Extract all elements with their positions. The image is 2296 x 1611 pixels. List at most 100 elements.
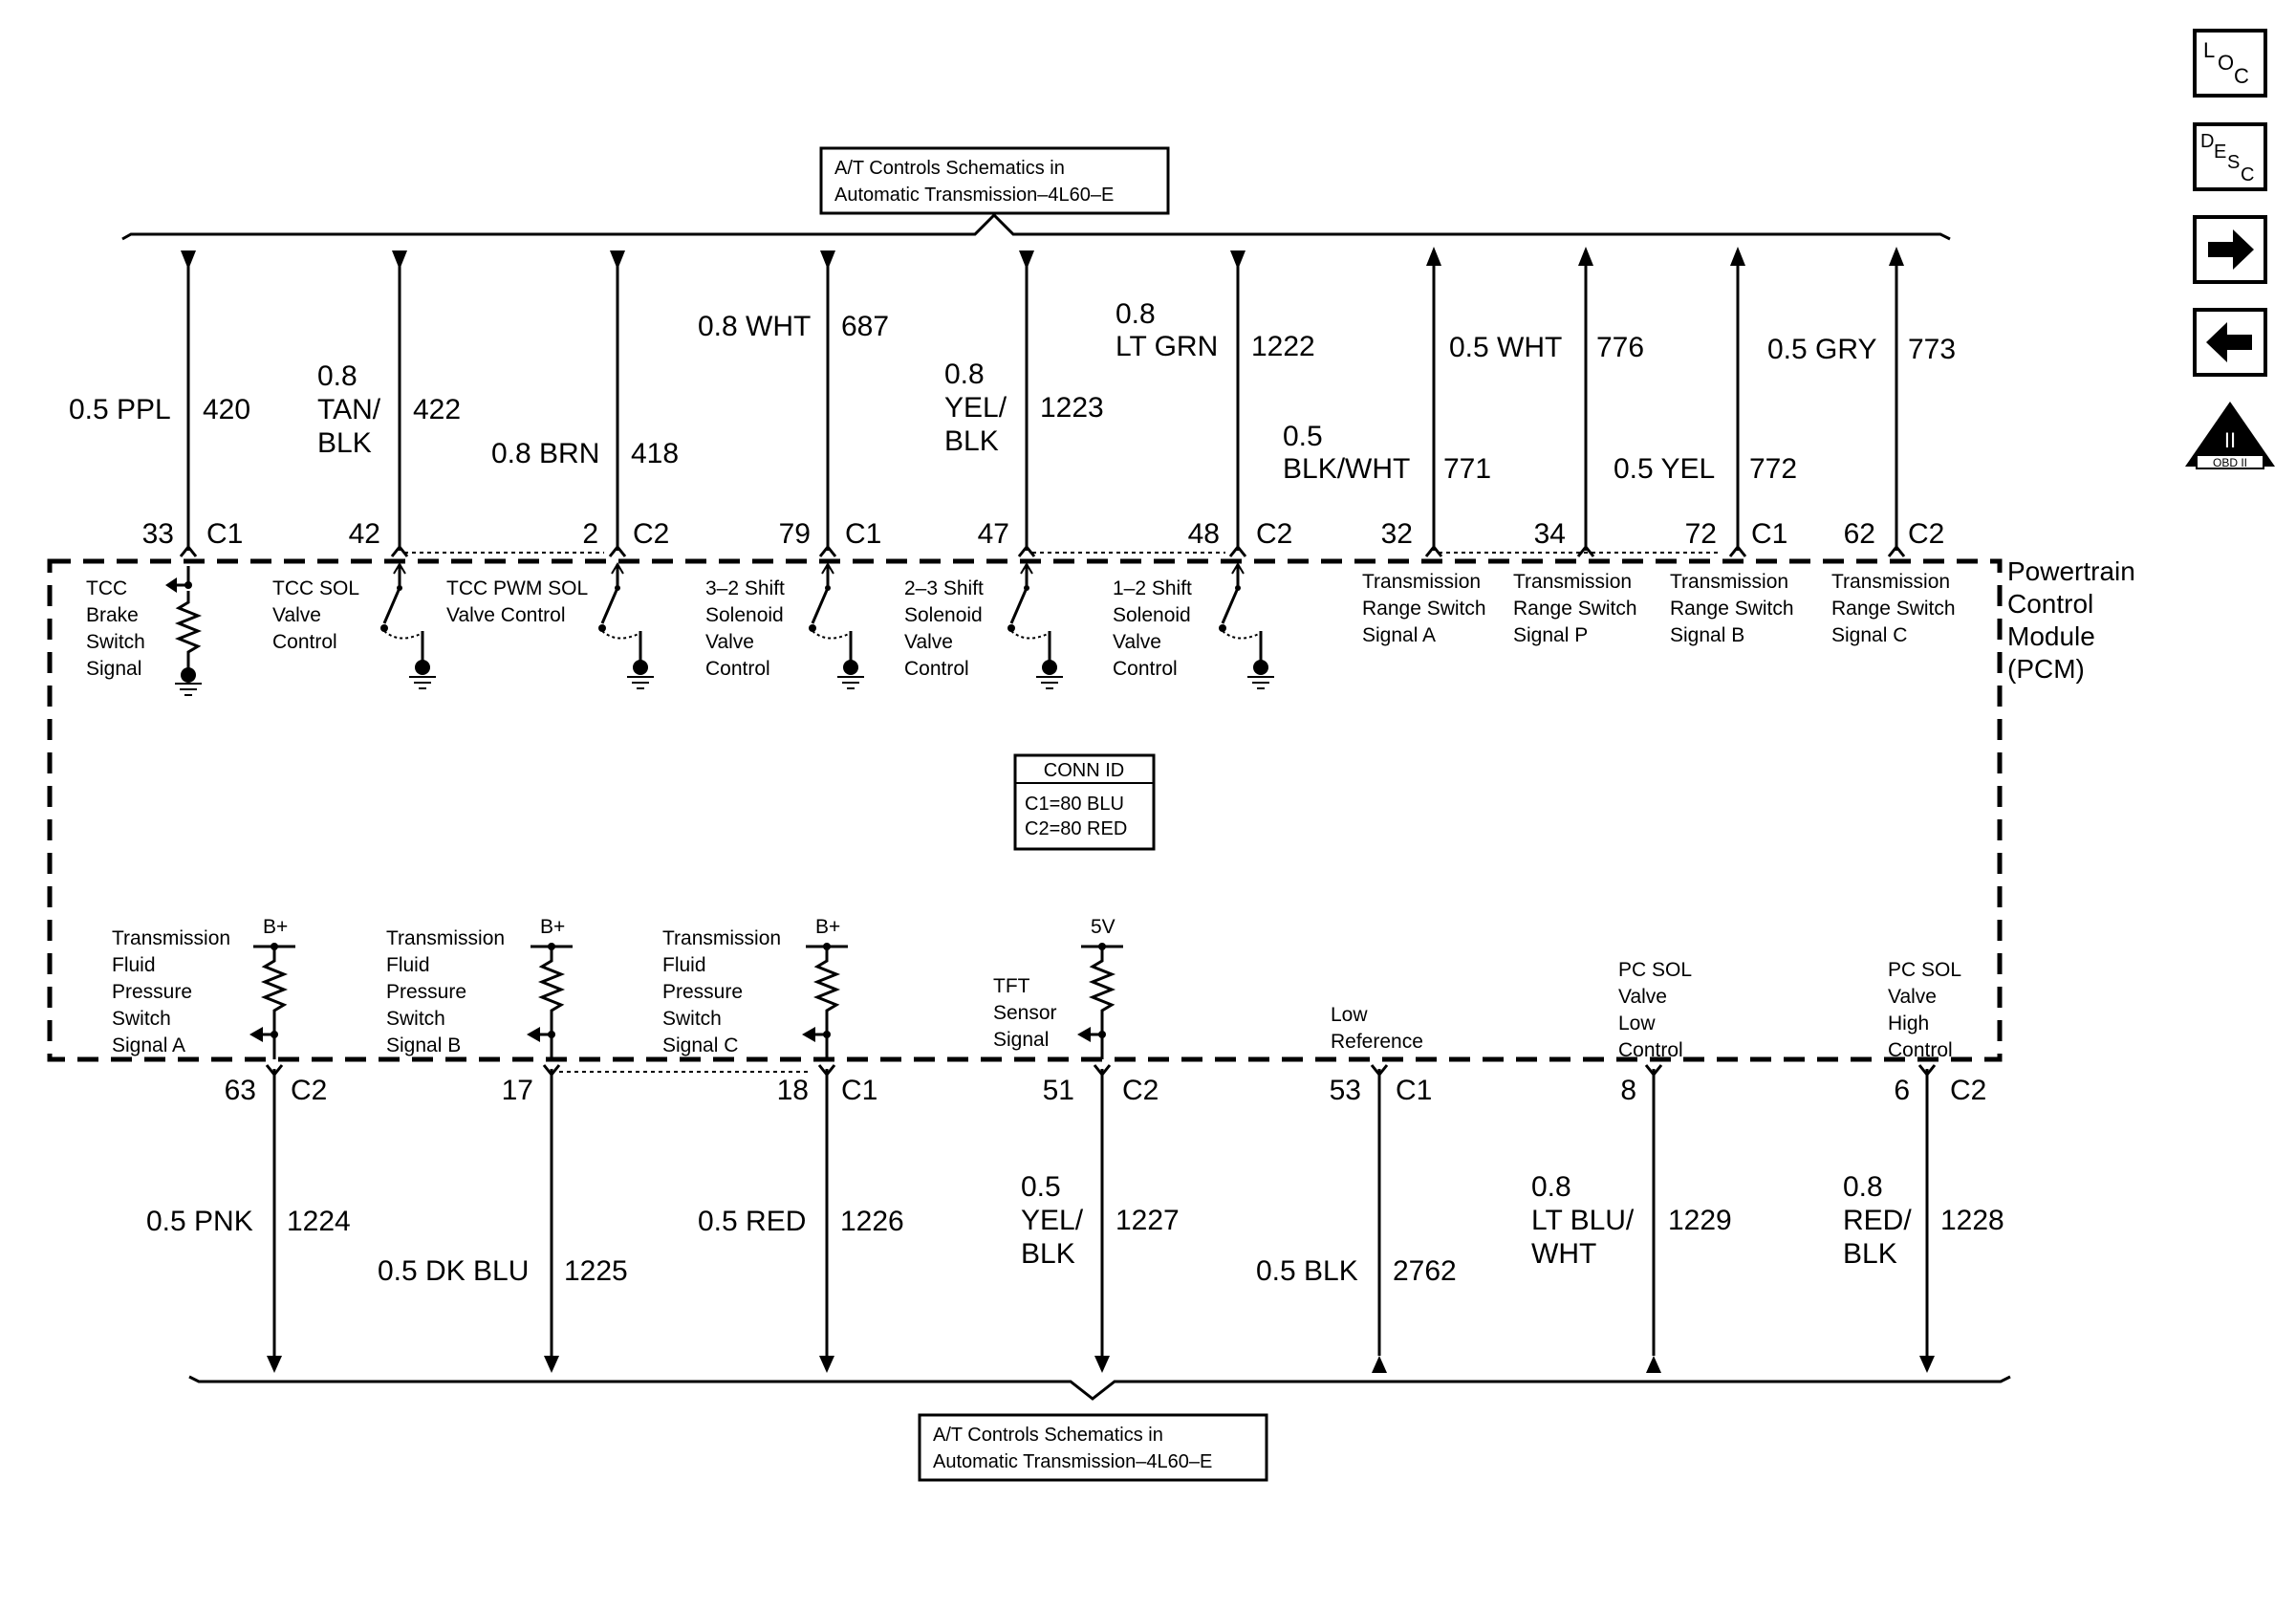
wire-color-label: WHT [1531, 1238, 1596, 1270]
circuit-number: 1227 [1116, 1205, 1180, 1236]
wire-color-label: 0.8 [1843, 1171, 1883, 1203]
signal-label: Range Switch [1513, 598, 1637, 620]
wire-color-label: 0.5 PNK [146, 1206, 253, 1237]
switch-blade [600, 564, 619, 624]
conn-id-line-1: C1=80 BLU [1025, 794, 1124, 815]
signal-label: Signal B [1670, 624, 1744, 646]
connector-join-lines [404, 552, 1721, 1073]
supply-label: B+ [263, 916, 288, 938]
pin-number: 34 [1534, 518, 1566, 550]
pin-number: 62 [1844, 518, 1875, 550]
signal-label: Valve [705, 631, 754, 653]
switch-link [812, 630, 852, 640]
signal-label: Transmission [1362, 571, 1481, 593]
conn-id-line-2: C2=80 RED [1025, 818, 1127, 839]
pin-number: 47 [978, 518, 1009, 550]
obd-ii-triangle-icon [2185, 402, 2275, 467]
pin-terminal [1728, 544, 1747, 557]
wire-arrow-up [1578, 247, 1593, 266]
connector-id: C1 [206, 518, 243, 550]
wire-color-label: 0.8 WHT [698, 311, 811, 342]
signal-label: Solenoid [904, 604, 983, 626]
pin-number: 18 [777, 1075, 809, 1106]
wire-arrow-down [267, 1356, 282, 1373]
pin-terminal [542, 1064, 561, 1078]
circuit-number: 422 [413, 394, 461, 425]
obd-ii-caption: OBD II [2213, 456, 2247, 469]
signal-label: Valve [904, 631, 953, 653]
pin-number: 79 [779, 518, 811, 550]
switch-pivot [825, 585, 831, 591]
switch-arrow-icon [611, 562, 624, 575]
signal-label: Range Switch [1831, 598, 1956, 620]
bottom-reference-link[interactable]: A/T Controls Schematics in Automatic Tra… [918, 1413, 1268, 1482]
connector-id: C2 [633, 518, 669, 550]
desc-letter-s: S [2227, 152, 2240, 173]
signal-label: Transmission [662, 927, 781, 949]
connector-id: C1 [841, 1075, 877, 1106]
signal-arrow-icon [1077, 1027, 1091, 1042]
wire-arrow-down [1919, 1356, 1935, 1373]
signal-label: Control [1618, 1039, 1683, 1061]
pin-number: 51 [1043, 1075, 1074, 1106]
pin-terminal [1576, 544, 1595, 557]
description-button[interactable]: D E S C [2193, 122, 2267, 191]
connector-id: C2 [1256, 518, 1292, 550]
obd-ii-button[interactable]: II OBD II [2185, 402, 2275, 469]
connector-id: C1 [1396, 1075, 1432, 1106]
circuit-number: 1229 [1668, 1205, 1732, 1236]
previous-page-button[interactable] [2193, 308, 2267, 377]
ground-node [415, 660, 430, 675]
signal-label: Control [904, 658, 969, 680]
pin-number: 53 [1330, 1075, 1361, 1106]
signal-label: 2–3 Shift [904, 577, 984, 599]
pin-terminal [1917, 1064, 1937, 1078]
signal-label: Control [705, 658, 770, 680]
circuit-number: 1223 [1040, 392, 1104, 424]
circuit-number: 772 [1749, 453, 1797, 485]
signal-label: Valve [1888, 986, 1937, 1008]
wire-color-label: 0.5 BLK [1256, 1255, 1358, 1287]
arrow-left-icon [2206, 322, 2252, 362]
ground-node [633, 660, 648, 675]
connector-id: C1 [1751, 518, 1787, 550]
signal-arrow-icon [165, 577, 177, 593]
bottom-reference-line-1: A/T Controls Schematics in [933, 1425, 1163, 1446]
ground-node [1042, 660, 1057, 675]
signal-label: Range Switch [1670, 598, 1794, 620]
pin-terminal [1887, 544, 1906, 557]
signal-label: Fluid [386, 954, 430, 976]
signal-label: Transmission [112, 927, 230, 949]
signal-label: Reference [1331, 1031, 1423, 1053]
next-page-button[interactable] [2193, 215, 2267, 284]
wire-color-label: 0.8 [944, 359, 985, 390]
circuit-number: 1224 [287, 1206, 351, 1237]
pin-number: 42 [349, 518, 380, 550]
signal-label: Signal P [1513, 624, 1588, 646]
circuit-number: 420 [203, 394, 250, 425]
module-label: Powertrain Control Module (PCM) [2007, 556, 2135, 684]
signal-label: Brake [86, 604, 139, 626]
pin-terminal [817, 1064, 836, 1078]
circuit-number: 687 [841, 311, 889, 342]
top-reference-link[interactable]: A/T Controls Schematics in Automatic Tra… [819, 146, 1170, 215]
bottom-reference-line-2: Automatic Transmission–4L60–E [933, 1451, 1212, 1472]
wire-color-label: 0.8 [1531, 1171, 1571, 1203]
wire-color-label: 0.5 PPL [69, 394, 171, 425]
location-button[interactable]: L O C [2193, 29, 2267, 98]
circuit-number: 1225 [564, 1255, 628, 1287]
obd-ii-roman: II [2224, 428, 2236, 452]
switch-blade [811, 564, 830, 624]
wire-color-label: BLK [944, 425, 999, 457]
switch-contact [809, 624, 816, 632]
switch-link [1010, 630, 1051, 640]
switch-contact [598, 624, 606, 632]
wire-arrow-down [610, 250, 625, 270]
signal-label: Control [1888, 1039, 1953, 1061]
circuit-number: 2762 [1393, 1255, 1457, 1287]
desc-letter-e: E [2214, 142, 2226, 163]
